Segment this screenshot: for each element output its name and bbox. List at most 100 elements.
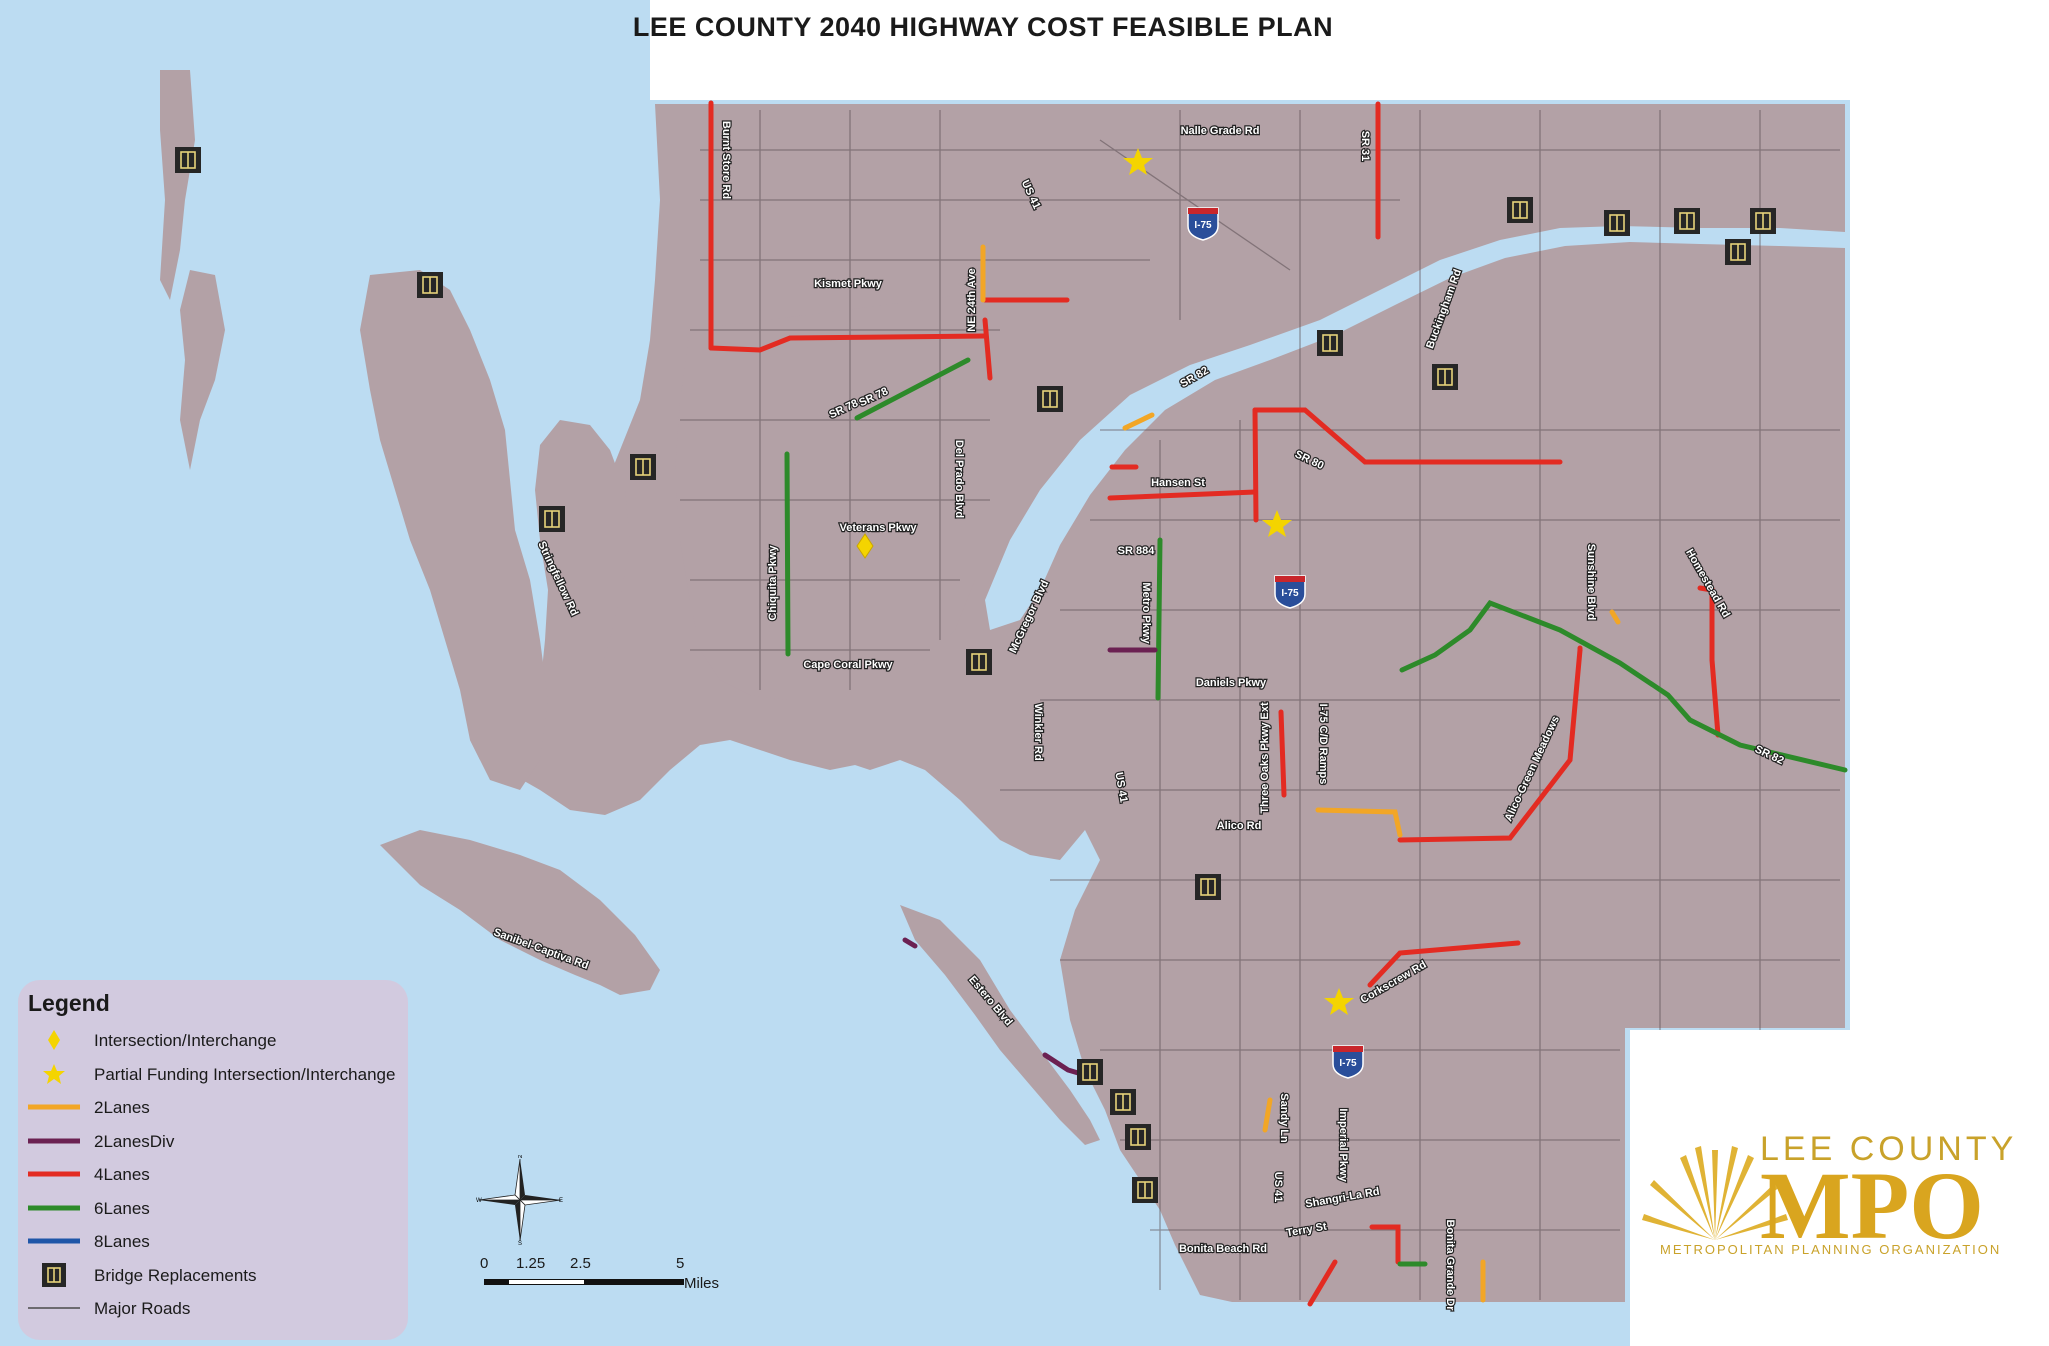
lee-county-mpo-logo: LEE COUNTY MPO METROPOLITAN PLANNING ORG… xyxy=(1640,1120,2040,1270)
road-label: Kismet Pkwy xyxy=(814,278,883,290)
line-icon xyxy=(28,1205,80,1210)
legend-item-label: Intersection/Interchange xyxy=(94,1031,277,1050)
road-label: Hansen St xyxy=(1151,477,1205,489)
legend-item: 8Lanes xyxy=(26,1226,406,1256)
bridge-icon xyxy=(1132,1177,1158,1203)
road-label: US 41 xyxy=(1272,1172,1284,1203)
interstate-shield-icon: I-75 xyxy=(1332,1045,1364,1079)
bridge-icon xyxy=(1507,197,1533,223)
gasparilla-area xyxy=(180,270,225,470)
shield-label: I-75 xyxy=(1339,1058,1357,1069)
road-label: Winkler Rd xyxy=(1032,703,1044,760)
bridge-replacements xyxy=(175,147,1776,1203)
scale-unit: Miles xyxy=(684,1275,720,1292)
interstate-shield-icon: I-75 xyxy=(1274,575,1306,609)
road-label: Sunshine Blvd xyxy=(1585,544,1597,620)
road-label: Sandy Ln xyxy=(1278,1093,1290,1143)
road-label: I-75 C/D Ramps xyxy=(1317,704,1329,785)
bridge-icon xyxy=(1195,874,1221,900)
road-label: Bonita Beach Rd xyxy=(1179,1243,1267,1255)
cayo-costa xyxy=(360,270,548,790)
bridge-icon xyxy=(1674,208,1700,234)
paper-margin-top xyxy=(650,0,2049,100)
road-label: Cape Coral Pkwy xyxy=(803,659,893,671)
legend-title: Legend xyxy=(28,990,110,1016)
compass-icon: N S W E xyxy=(476,1154,563,1247)
major-roads xyxy=(680,110,1840,1300)
scale-tick-1: 1.25 xyxy=(516,1255,546,1272)
legend-item-label: Partial Funding Intersection/Interchange xyxy=(94,1064,396,1084)
bridge-icon xyxy=(1750,208,1776,234)
road-label: Daniels Pkwy xyxy=(1196,677,1267,689)
north-barrier-island xyxy=(160,70,195,300)
bridge-icon xyxy=(630,454,656,480)
scale-tick-0: 0 xyxy=(480,1255,489,1272)
compass-w: W xyxy=(476,1198,482,1204)
road-label: Alico Rd xyxy=(1217,820,1262,832)
bridge-icon xyxy=(1317,330,1343,356)
legend-item: 4Lanes xyxy=(26,1159,406,1189)
compass-s: S xyxy=(518,1241,522,1245)
bridge-icon xyxy=(42,1262,66,1287)
legend-item-label: Major Roads xyxy=(94,1299,191,1318)
estero-island xyxy=(900,905,1100,1145)
intersections xyxy=(856,148,1354,1015)
diamond-icon xyxy=(48,1030,60,1050)
scale-bar: 0 1.25 2.5 5 Miles xyxy=(478,1255,738,1315)
bridge-icon xyxy=(417,272,443,298)
shield-label: I-75 xyxy=(1194,220,1212,231)
logo-line-2: MPO xyxy=(1760,1152,1984,1259)
road-label: Metro Pkwy xyxy=(1140,582,1152,644)
bridge-icon xyxy=(1604,210,1630,236)
line-icon xyxy=(28,1104,80,1110)
road-label: Three Oaks Pkwy Ext xyxy=(1259,702,1271,814)
road-label: Nalle Grade Rd xyxy=(1181,125,1260,137)
sanibel-island xyxy=(380,830,660,995)
legend-item: Bridge Replacements xyxy=(26,1260,406,1290)
logo-line-1: LEE COUNTY xyxy=(1760,1130,2018,1168)
partial-funding-star-marker xyxy=(1324,988,1354,1015)
line-icon xyxy=(28,1238,80,1244)
partial-funding-star-marker xyxy=(1262,510,1292,537)
bridge-icon xyxy=(175,147,201,173)
cape-coral-land xyxy=(675,290,1090,700)
bridge-icon xyxy=(1110,1089,1136,1115)
legend-item-label: Bridge Replacements xyxy=(94,1265,257,1285)
thin-icon xyxy=(28,1307,80,1309)
legend-item: 2Lanes xyxy=(26,1092,406,1122)
two-lane-projects xyxy=(980,244,1621,1303)
shield-label: I-75 xyxy=(1281,588,1299,599)
legend-item: Major Roads xyxy=(26,1293,406,1323)
north-arrow-compass: N S W E xyxy=(475,1154,565,1247)
bridge-icon xyxy=(1077,1059,1103,1085)
bridge-icon xyxy=(1125,1124,1151,1150)
scale-tick-2: 2.5 xyxy=(570,1255,591,1272)
logo-line-3: METROPOLITAN PLANNING ORGANIZATION xyxy=(1660,1242,2002,1257)
legend-item: Partial Funding Intersection/Interchange xyxy=(26,1059,406,1089)
road-label: NE 24th Ave xyxy=(966,268,978,331)
map-title: LEE COUNTY 2040 HIGHWAY COST FEASIBLE PL… xyxy=(632,12,1334,42)
bridge-icon xyxy=(966,649,992,675)
four-lane-projects xyxy=(708,100,1721,1307)
pine-island xyxy=(535,420,630,750)
intersection-diamond-marker xyxy=(856,533,874,559)
legend-item-label: 6Lanes xyxy=(94,1198,150,1218)
legend-item-label: 4Lanes xyxy=(94,1165,150,1184)
line-icon xyxy=(28,1138,80,1143)
compass-n: N xyxy=(518,1155,522,1160)
compass-e: E xyxy=(559,1198,563,1204)
scale-tick-3: 5 xyxy=(676,1255,685,1272)
road-label: SR 884 xyxy=(1118,545,1156,557)
bridge-icon xyxy=(539,506,565,532)
bridge-icon xyxy=(1725,239,1751,265)
interstate-shields: I-75I-75I-75 xyxy=(1187,207,1364,1079)
scale-bar-graphic xyxy=(484,1279,684,1285)
interstate-shield-icon: I-75 xyxy=(1187,207,1219,241)
road-label: SR 31 xyxy=(1359,131,1371,162)
sunburst-icon xyxy=(1642,1146,1788,1240)
star-icon xyxy=(43,1063,65,1084)
six-lane-projects xyxy=(784,357,1848,1267)
